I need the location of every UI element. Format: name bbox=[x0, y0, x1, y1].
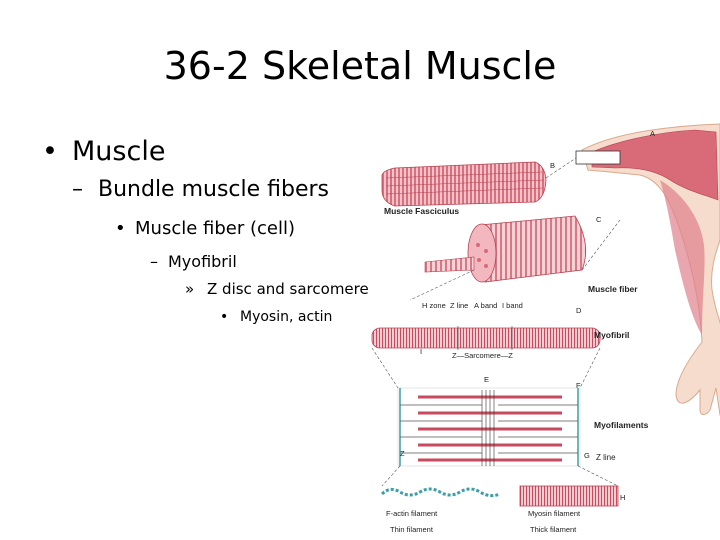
label-muscle-fasciculus: Muscle Fasciculus bbox=[384, 206, 459, 216]
label-i-band: I band bbox=[502, 301, 523, 310]
letter-d: D bbox=[576, 306, 582, 315]
bullet-marker: • bbox=[220, 309, 240, 325]
fasciculus-bundle bbox=[382, 162, 546, 206]
letter-z: Z bbox=[400, 449, 405, 458]
bullet-text: Muscle fiber (cell) bbox=[135, 218, 295, 239]
bullet-text: Muscle bbox=[72, 136, 165, 167]
letter-e: E bbox=[484, 375, 489, 384]
label-muscle-fiber: Muscle fiber bbox=[588, 284, 638, 294]
letter-i: I bbox=[420, 347, 422, 356]
bullet-text: Myofibril bbox=[168, 252, 237, 271]
bullet-marker: – bbox=[72, 177, 98, 202]
bullet-marker: • bbox=[42, 136, 72, 167]
label-myofibril: Myofibril bbox=[594, 330, 629, 340]
bullet-bundle-muscle-fibers: –Bundle muscle fibers bbox=[72, 177, 329, 202]
letter-g: G bbox=[584, 451, 590, 460]
bullet-text: Myosin, actin bbox=[240, 309, 332, 325]
myofibril-strip bbox=[372, 326, 600, 350]
label-thin-filament: Thin filament bbox=[390, 525, 434, 534]
myofilaments-diagram bbox=[398, 388, 580, 466]
label-z-line: Z line bbox=[596, 453, 616, 462]
label-myosin: Myosin filament bbox=[528, 509, 581, 518]
label-sarcomere: Z—Sarcomere—Z bbox=[452, 351, 513, 360]
bullet-text: Z disc and sarcomere bbox=[207, 280, 369, 298]
bullet-muscle: •Muscle bbox=[42, 136, 165, 167]
bullet-marker: – bbox=[150, 252, 168, 271]
f-actin-filament bbox=[382, 489, 500, 496]
bullet-myofibril: –Myofibril bbox=[150, 252, 237, 271]
skeletal-muscle-diagram: A B C D E F G H I Z Muscle Fasciculus Mu… bbox=[370, 120, 720, 540]
bullet-text: Bundle muscle fibers bbox=[98, 177, 329, 202]
bullet-myosin-actin: •Myosin, actin bbox=[220, 309, 332, 325]
bullet-muscle-fiber: •Muscle fiber (cell) bbox=[115, 218, 295, 239]
arm-illustration bbox=[576, 124, 720, 415]
myosin-filament bbox=[520, 486, 618, 506]
letter-f: F bbox=[576, 381, 581, 390]
label-z-line-top: Z line bbox=[450, 301, 468, 310]
letter-c: C bbox=[596, 215, 602, 224]
bullet-marker: » bbox=[185, 280, 207, 298]
label-f-actin: F-actin filament bbox=[386, 509, 438, 518]
slide-title: 36-2 Skeletal Muscle bbox=[0, 40, 720, 92]
letter-h: H bbox=[620, 493, 625, 502]
label-myofilaments: Myofilaments bbox=[594, 420, 649, 430]
label-a-band: A band bbox=[474, 301, 497, 310]
label-h-zone: H zone bbox=[422, 301, 446, 310]
muscle-fiber-cylinder bbox=[425, 216, 586, 282]
bullet-marker: • bbox=[115, 218, 135, 239]
bullet-z-disc-sarcomere: »Z disc and sarcomere bbox=[185, 280, 369, 298]
letter-a: A bbox=[650, 129, 655, 138]
label-thick-filament: Thick filament bbox=[530, 525, 577, 534]
letter-b: B bbox=[550, 161, 555, 170]
